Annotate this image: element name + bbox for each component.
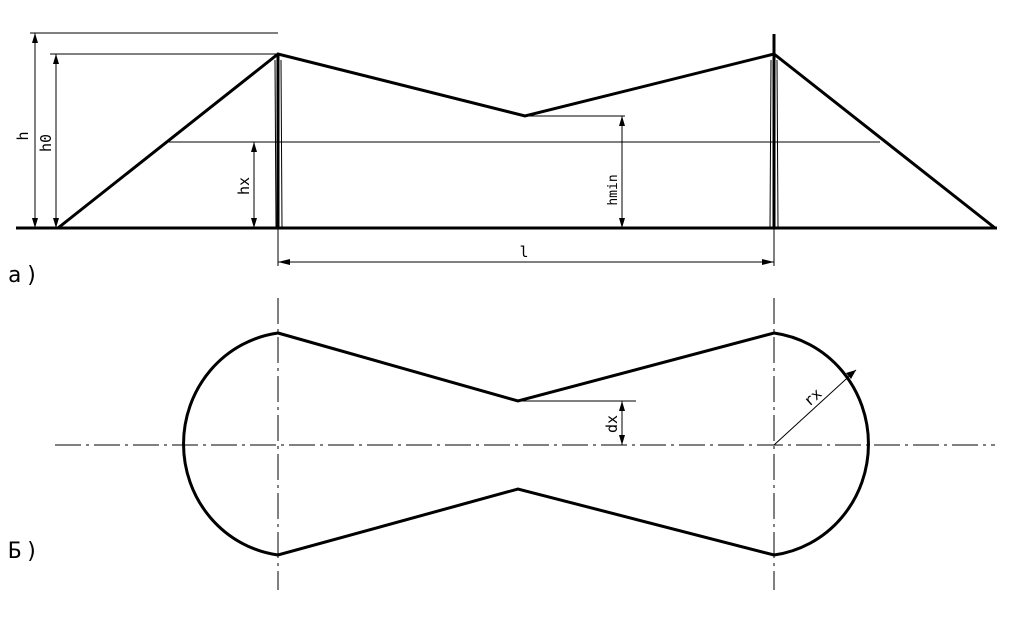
label-dx: dx	[603, 415, 621, 433]
label-h0: h0	[37, 134, 55, 152]
label-h: h	[14, 131, 32, 140]
view-b: dx rx Б)	[8, 298, 995, 590]
dimension-l: l	[277, 228, 775, 266]
label-hmin: hmin	[606, 174, 621, 205]
right-post	[769, 34, 779, 229]
caption-b: Б)	[8, 539, 43, 564]
dimension-dx: dx	[518, 400, 636, 445]
dimension-hmin: hmin	[525, 115, 625, 228]
caption-a: a)	[8, 263, 43, 288]
view-a: h h0 hx hmin	[8, 32, 997, 288]
label-rx: rx	[800, 385, 825, 410]
left-post	[274, 54, 283, 229]
dimension-h: h	[14, 32, 278, 228]
plan-outline	[182, 331, 870, 557]
dimension-hx: hx	[235, 142, 257, 228]
profile-outline	[57, 52, 996, 230]
dimension-h0: h0	[37, 53, 278, 228]
dimension-rx: rx	[773, 369, 857, 446]
label-l: l	[519, 243, 528, 261]
label-hx: hx	[235, 177, 253, 195]
